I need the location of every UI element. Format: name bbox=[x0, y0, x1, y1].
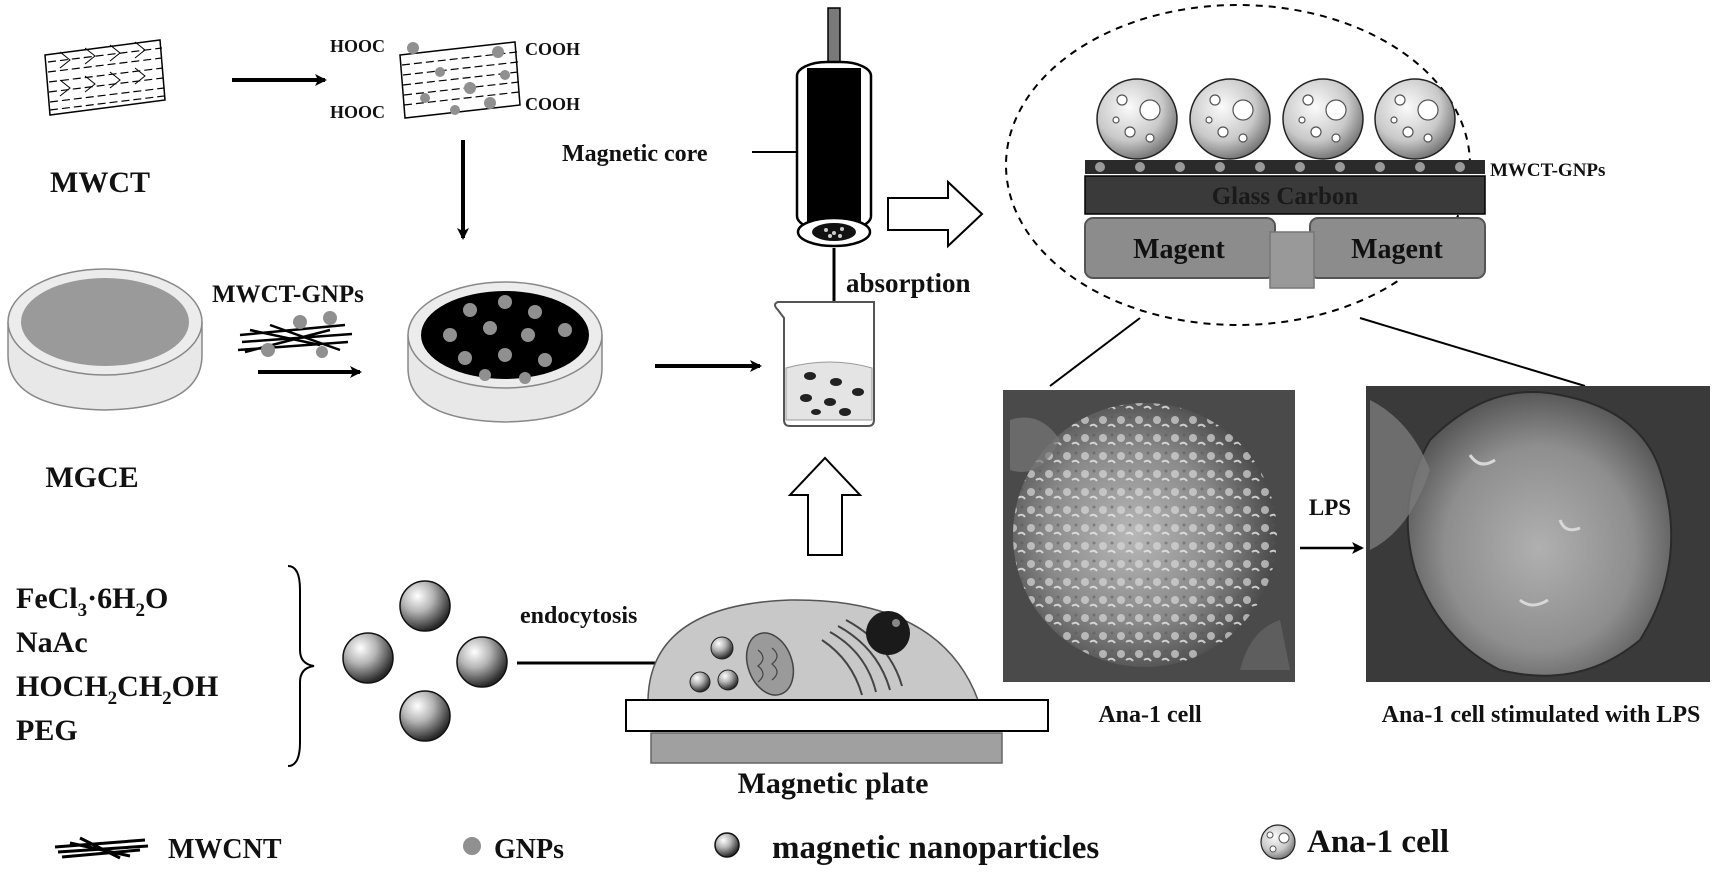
connector-left bbox=[1050, 318, 1140, 386]
beaker-illustration bbox=[775, 302, 874, 426]
magnetic-core-electrode bbox=[797, 8, 871, 246]
hollow-arrow-up-to-beaker bbox=[790, 458, 860, 555]
label-cooh-top: COOH bbox=[525, 39, 580, 59]
legend-ana1-cell-icon bbox=[1261, 825, 1295, 859]
sem-image-ana1-lps bbox=[1366, 386, 1710, 682]
magnetic-nanoparticles-group bbox=[343, 581, 507, 741]
legend-nanoparticle-label: magnetic nanoparticles bbox=[772, 830, 1099, 866]
legend-ana1-cell-label: Ana-1 cell bbox=[1307, 824, 1449, 860]
legend-gnps-label: GNPs bbox=[494, 834, 564, 865]
reagent-fecl3: FeCl3·6H2O bbox=[16, 582, 168, 621]
legend-gnps-icon bbox=[463, 837, 481, 855]
label-magent-right: Magent bbox=[1351, 234, 1443, 265]
label-ana1-cell: Ana-1 cell bbox=[1098, 702, 1202, 728]
electrode-detail-ellipse bbox=[1006, 5, 1485, 325]
reagent-peg: PEG bbox=[16, 714, 78, 747]
label-absorption: absorption bbox=[846, 268, 971, 298]
legend-mwcnt-icon bbox=[55, 838, 148, 858]
sem-image-ana1 bbox=[1003, 390, 1295, 682]
label-glass-carbon: Glass Carbon bbox=[1212, 183, 1359, 210]
legend: MWCNT GNPs magnetic nanoparticles Ana-1 … bbox=[55, 824, 1449, 866]
label-lps: LPS bbox=[1309, 495, 1351, 520]
label-magnetic-plate: Magnetic plate bbox=[738, 767, 929, 800]
hollow-arrow-to-electrode-detail bbox=[888, 182, 982, 246]
functionalized-mwct-illustration bbox=[400, 42, 520, 118]
magnetic-plate bbox=[651, 733, 1002, 763]
cell-on-plate bbox=[648, 600, 978, 702]
glass-slide bbox=[626, 700, 1048, 731]
legend-mwcnt-label: MWCNT bbox=[168, 834, 282, 865]
label-hooc-bottom: HOOC bbox=[330, 102, 385, 122]
label-magnetic-core: Magnetic core bbox=[562, 141, 708, 167]
legend-nanoparticle-icon bbox=[715, 833, 739, 857]
label-mgce: MGCE bbox=[45, 461, 138, 494]
label-mwct: MWCT bbox=[50, 166, 150, 199]
label-endocytosis: endocytosis bbox=[520, 603, 637, 629]
reagent-hoch2ch2oh: HOCH2CH2OH bbox=[16, 670, 218, 709]
coated-dish bbox=[408, 282, 602, 422]
label-ana1-cell-lps: Ana-1 cell stimulated with LPS bbox=[1382, 702, 1701, 728]
mwct-tube-illustration bbox=[45, 40, 165, 115]
label-cooh-bottom: COOH bbox=[525, 94, 580, 114]
reagent-naac: NaAc bbox=[16, 626, 88, 659]
connector-right bbox=[1360, 318, 1585, 386]
label-hooc-top: HOOC bbox=[330, 36, 385, 56]
label-mwct-gnps-layer: MWCT-GNPs bbox=[1490, 160, 1605, 181]
reagent-brace bbox=[288, 566, 314, 766]
label-mwct-gnps: MWCT-GNPs bbox=[212, 281, 364, 308]
label-magent-left: Magent bbox=[1133, 234, 1225, 265]
mwct-gnps-cluster bbox=[238, 311, 352, 358]
mgce-dish bbox=[8, 269, 202, 410]
